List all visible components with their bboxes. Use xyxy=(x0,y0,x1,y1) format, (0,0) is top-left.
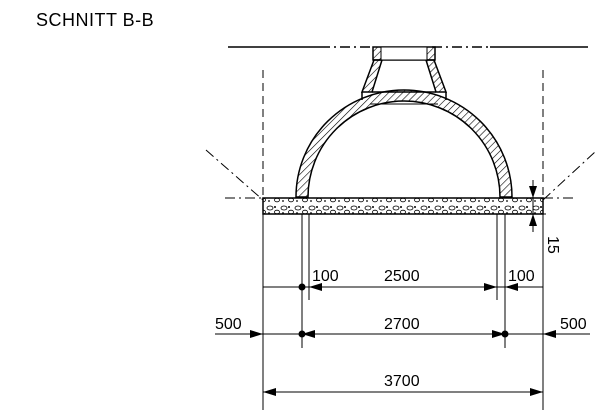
dim-gap-right: 100 xyxy=(508,268,535,285)
dim-row-3: 3700 xyxy=(263,373,543,396)
boundary-lines xyxy=(262,70,544,198)
dim-total-width: 3700 xyxy=(384,373,420,390)
gravel-slab xyxy=(262,197,544,215)
shaft-ring xyxy=(372,46,436,61)
section-title: SCHNITT B-B xyxy=(36,10,155,30)
dome-shell xyxy=(295,89,513,198)
dim-inner-width: 2500 xyxy=(384,268,420,285)
dim-row-2: 500 2700 500 xyxy=(215,316,590,338)
dim-gap-left: 100 xyxy=(312,268,339,285)
dim-slab-thickness: 15 xyxy=(526,180,561,254)
dim-outer-right: 500 xyxy=(560,316,587,333)
dim-mid-width: 2700 xyxy=(384,316,420,333)
slope-lines xyxy=(205,149,596,201)
dim-row-1: 100 2500 100 xyxy=(263,268,543,293)
dim-slab-value: 15 xyxy=(544,236,561,254)
dim-outer-left: 500 xyxy=(215,316,242,333)
